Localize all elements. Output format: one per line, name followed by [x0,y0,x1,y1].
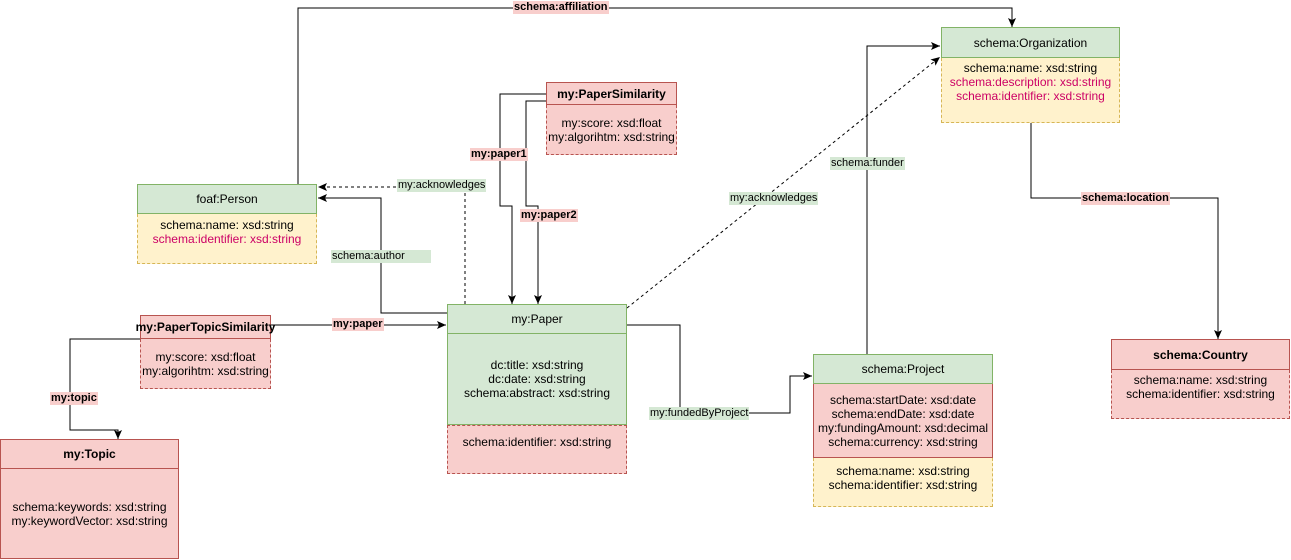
project-attr-identifier: schema:identifier: xsd:string [828,478,978,492]
edge-label-funder: schema:funder [830,157,905,170]
edge-paper1 [499,93,546,304]
country-node[interactable]: schema:Country schema:name: xsd:string s… [1111,339,1290,419]
project-attr-funding-amount: my:fundingAmount: xsd:decimal [817,420,989,435]
edge-topic [69,338,140,439]
paper-topic-similarity-attr-score: my:score: xsd:float [155,349,256,364]
person-attrs: schema:name: xsd:string schema:identifie… [137,214,317,264]
country-title: schema:Country [1111,339,1290,370]
organization-attrs: schema:name: xsd:string schema:descripti… [941,58,1120,123]
paper-attr-identifier: schema:identifier: xsd:string [462,435,612,449]
edge-acknowledges-person [318,183,466,304]
edge-location [1030,123,1222,339]
paper-topic-similarity-attr-algorithm: my:algorihtm: xsd:string [142,363,269,378]
edge-affiliation [297,7,1016,184]
project-attr-start-date: schema:startDate: xsd:date [829,392,977,407]
project-attr-name: schema:name: xsd:string [836,464,970,478]
project-attrs: schema:startDate: xsd:date schema:endDat… [813,384,993,458]
paper-similarity-title: my:PaperSimilarity [546,82,677,105]
edge-label-funded-by-project: my:fundedByProject [649,407,750,420]
edge-label-paper2: my:paper2 [520,209,578,222]
paper-attr-date: dc:date: xsd:string [488,372,586,386]
organization-node[interactable]: schema:Organization schema:name: xsd:str… [941,27,1120,123]
person-attr-identifier: schema:identifier: xsd:string [152,232,302,246]
organization-attr-identifier: schema:identifier: xsd:string [956,89,1105,103]
edge-label-location: schema:location [1081,192,1170,205]
paper-similarity-node[interactable]: my:PaperSimilarity my:score: xsd:float m… [546,82,677,155]
paper-attrs: dc:title: xsd:string dc:date: xsd:string… [447,334,627,425]
topic-node[interactable]: my:Topic schema:keywords: xsd:string my:… [0,439,179,559]
project-attr-end-date: schema:endDate: xsd:date [831,406,975,421]
edge-label-topic: my:topic [50,392,98,405]
paper-node[interactable]: my:Paper dc:title: xsd:string dc:date: x… [447,304,627,474]
paper-topic-similarity-node[interactable]: my:PaperTopicSimilarity my:score: xsd:fl… [136,315,275,389]
project-title: schema:Project [813,354,993,384]
topic-attr-keywords: schema:keywords: xsd:string [12,499,167,514]
edge-label-affiliation: schema:affiliation [513,1,609,14]
person-node[interactable]: foaf:Person schema:name: xsd:string sche… [137,184,317,264]
edge-label-author: schema:author [331,250,431,263]
edge-funded-by-project [627,324,812,414]
topic-title: my:Topic [0,439,179,469]
edge-label-paper: my:paper [332,318,384,331]
edge-label-acknowledges-person: my:acknowledges [397,179,487,192]
paper-extra-attrs: schema:identifier: xsd:string [447,425,627,474]
paper-attr-abstract: schema:abstract: xsd:string [463,386,611,400]
project-attr-currency: schema:currency: xsd:string [828,434,978,449]
paper-attr-title: dc:title: xsd:string [490,358,584,372]
paper-similarity-attr-score: my:score: xsd:float [561,115,662,130]
country-attr-identifier: schema:identifier: xsd:string [1126,387,1275,401]
organization-attr-name: schema:name: xsd:string [963,61,1098,75]
paper-similarity-attr-algorithm: my:algorihtm: xsd:string [548,129,675,144]
country-attrs: schema:name: xsd:string schema:identifie… [1111,370,1290,419]
paper-title: my:Paper [447,304,627,334]
edge-acknowledges-org [626,56,941,309]
person-attr-name: schema:name: xsd:string [160,218,294,232]
edge-paper2 [525,100,546,304]
edge-label-acknowledges-org: my:acknowledges [729,192,819,205]
paper-topic-similarity-attrs: my:score: xsd:float my:algorihtm: xsd:st… [140,339,271,389]
edge-label-paper1: my:paper1 [470,148,528,161]
project-node[interactable]: schema:Project schema:startDate: xsd:dat… [813,354,993,507]
topic-attrs: schema:keywords: xsd:string my:keywordVe… [0,469,179,559]
organization-title: schema:Organization [941,27,1120,58]
paper-similarity-attrs: my:score: xsd:float my:algorihtm: xsd:st… [546,105,677,155]
country-attr-name: schema:name: xsd:string [1133,373,1268,387]
paper-topic-similarity-title: my:PaperTopicSimilarity [136,315,275,339]
edge-funder [866,42,940,354]
person-title: foaf:Person [137,184,317,214]
organization-attr-description: schema:description: xsd:string [949,75,1112,89]
project-extra-attrs: schema:name: xsd:string schema:identifie… [813,458,993,507]
topic-attr-keyword-vector: my:keywordVector: xsd:string [11,513,168,528]
